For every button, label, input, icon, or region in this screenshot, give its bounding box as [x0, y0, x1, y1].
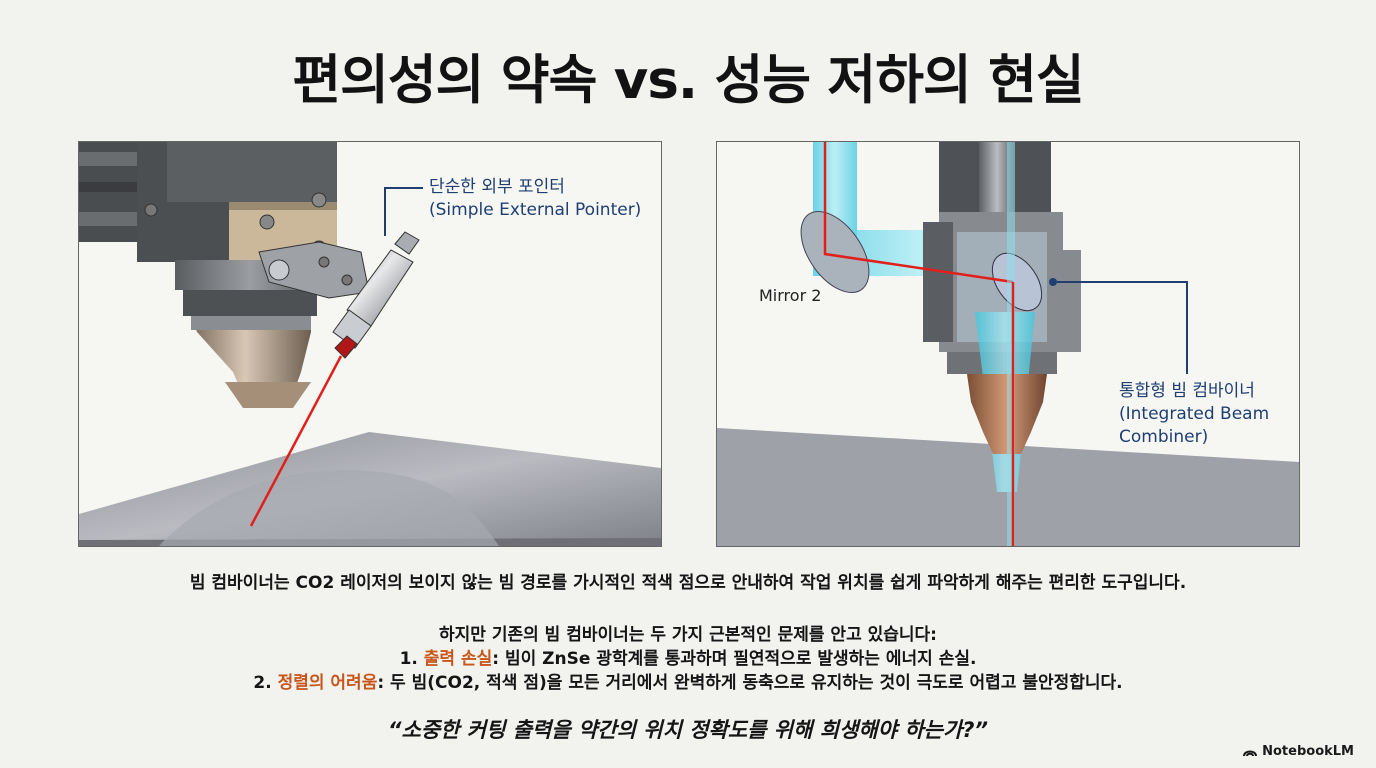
callout-line [384, 187, 423, 236]
problems-intro: 하지만 기존의 빔 컴바이너는 두 가지 근본적인 문제를 안고 있습니다: [439, 625, 937, 645]
cutting-nozzle [191, 316, 311, 400]
notebooklm-logo-icon [1243, 750, 1258, 756]
red-pointer-beam [249, 355, 343, 527]
notebooklm-brand: NotebookLM [1243, 744, 1354, 759]
problem-1-term: 출력 손실 [423, 649, 493, 669]
problem-item-1: 1. 출력 손실: 빔이 ZnSe 광학계를 통과하며 필연적으로 발생하는 에… [0, 644, 1376, 669]
problem-1-text: : 빔이 ZnSe 광학계를 통과하며 필연적으로 발생하는 에너지 손실. [492, 649, 977, 669]
integrated-combiner-illustration: Mirror 2 통합형 빔 컴바이너 (Integrated Beam Com… [716, 141, 1300, 547]
mirror-2 [800, 210, 870, 294]
external-pointer-illustration: 단순한 외부 포인터 (Simple External Pointer) [78, 141, 662, 547]
closing-quote: “소중한 커팅 출력을 약간의 위치 정확도를 위해 희생해야 하는가?” [387, 718, 989, 742]
beam-combiner-lens [991, 252, 1043, 312]
mirror-2-label: Mirror 2 [759, 286, 822, 305]
laser-pointer-module [332, 231, 420, 359]
co2-beam-output [1007, 142, 1015, 546]
pointer-callout-korean: 단순한 외부 포인터 [429, 177, 565, 197]
pointer-callout-english: (Simple External Pointer) [429, 200, 642, 220]
combiner-callout-korean: 통합형 빔 컴바이너 [1119, 381, 1255, 401]
page-title: 편의성의 약속 vs. 성능 저하의 현실 [292, 50, 1084, 111]
combiner-callout: 통합형 빔 컴바이너 (Integrated Beam Combiner) [1119, 380, 1269, 449]
intro-text: 빔 컴바이너는 CO2 레이저의 보이지 않는 빔 경로를 가시적인 적색 점으… [189, 573, 1187, 593]
problem-1-number: 1. [399, 649, 418, 669]
red-pointer-beam-horizontal [823, 142, 1014, 284]
problem-2-text: : 두 빔(CO2, 적색 점)을 모든 거리에서 완벽하게 동축으로 유지하는… [377, 673, 1123, 693]
problem-2-term: 정렬의 어려움 [277, 673, 378, 693]
callout-line [1057, 281, 1188, 374]
combiner-callout-english-2: Combiner) [1119, 427, 1209, 447]
problem-2-number: 2. [253, 673, 272, 693]
brand-label: NotebookLM [1262, 744, 1354, 759]
pointer-callout: 단순한 외부 포인터 (Simple External Pointer) [429, 176, 641, 222]
combiner-callout-english-1: (Integrated Beam [1119, 404, 1270, 424]
problem-item-2: 2. 정렬의 어려움: 두 빔(CO2, 적색 점)을 모든 거리에서 완벽하게… [0, 668, 1376, 693]
integrated-combiner-drawing [717, 142, 1299, 546]
external-pointer-drawing [79, 142, 661, 546]
